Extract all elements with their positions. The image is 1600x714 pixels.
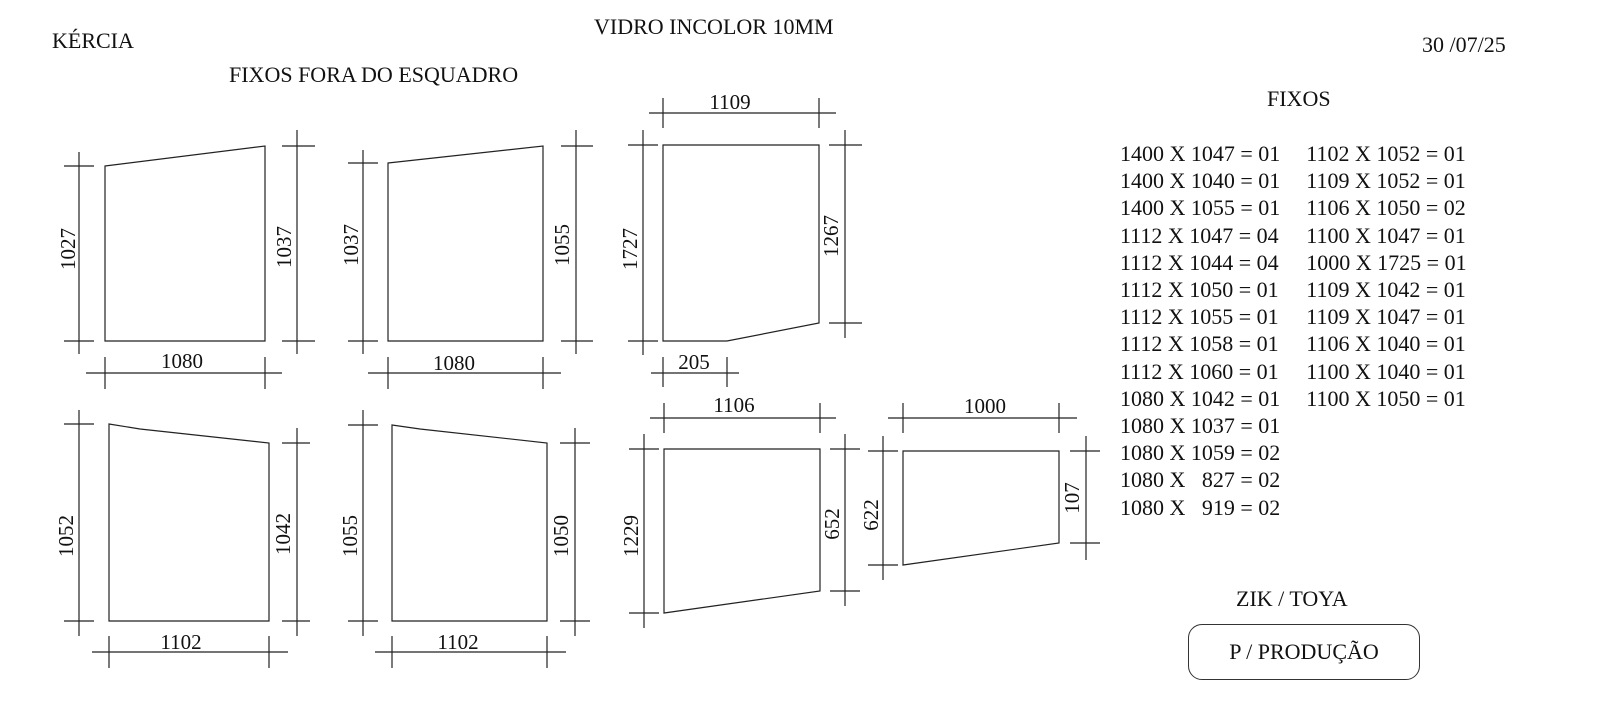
fixos-list-item: 1000 X 1725 = 01 [1306,249,1467,275]
production-stamp-label: P / PRODUÇÃO [1229,639,1379,664]
fixos-list-item: 1112 X 1044 = 04 [1120,249,1279,275]
piece-4-label-left: 1052 [54,515,78,557]
fixos-list-item: 1102 X 1052 = 01 [1306,141,1466,166]
piece-1-label-left: 1027 [56,228,80,270]
piece-1-label-bottom: 1080 [161,349,203,373]
piece-3-label-right: 1267 [819,215,843,257]
piece-6-outline [663,448,821,614]
fixos-list-item: 1112 X 1050 = 01 [1120,277,1279,303]
glass-piece-1: 1027 1037 1080 [56,130,315,389]
piece-5-label-right: 1050 [549,515,573,557]
fixos-list-item: 1100 X 1047 = 01 [1306,222,1466,248]
fixos-list-item: 1109 X 1047 = 01 [1306,304,1466,330]
piece-2-outline [387,145,544,342]
fixos-list-item: 1112 X 1055 = 01 [1120,304,1279,330]
production-stamp: P / PRODUÇÃO [1188,624,1420,680]
glass-piece-4: 1052 1042 1102 [54,410,310,668]
piece-7-label-left: 622 [859,499,883,531]
piece-5-outline [391,424,548,622]
fixos-list-item: 1400 X 1040 = 01 [1120,168,1281,194]
fixos-title: FIXOS [1267,86,1331,111]
piece-4-label-bottom: 1102 [160,630,201,654]
glass-piece-6: 1106 1229 652 [619,393,860,628]
piece-3-label-bottom: 205 [678,350,710,374]
fixos-list-item: 1100 X 1040 = 01 [1306,358,1466,384]
fixos-list-item: 1080 X 827 = 02 [1120,467,1281,493]
fixos-list-item: 1080 X 1059 = 02 [1120,440,1281,466]
piece-7-outline [902,450,1060,566]
piece-4-outline [108,423,270,622]
piece-2-label-bottom: 1080 [433,351,475,375]
glass-piece-2: 1037 1055 1080 [339,130,593,389]
piece-7-label-right: 107 [1060,482,1084,514]
piece-2-label-right: 1055 [550,224,574,266]
fixos-list-item: 1080 X 919 = 02 [1120,494,1281,520]
glass-piece-7: 1000 622 107 [859,394,1100,580]
piece-5-label-left: 1055 [338,515,362,557]
piece-3-outline [662,144,820,342]
piece-7-label-top: 1000 [964,394,1006,418]
fixos-list-item: 1100 X 1050 = 01 [1306,385,1466,411]
glass-piece-3: 1109 1727 1267 205 [618,90,862,387]
supplier-name: ZIK / TOYA [1236,586,1348,611]
fixos-list-item: 1112 X 1047 = 04 [1120,222,1279,248]
piece-6-label-left: 1229 [619,515,643,557]
piece-1-label-right: 1037 [272,226,296,268]
piece-1-outline [104,145,266,342]
fixos-list-item: 1106 X 1050 = 02 [1306,195,1466,221]
drawing-title: FIXOS FORA DO ESQUADRO [229,62,519,87]
fixos-list-item: 1112 X 1058 = 01 [1120,331,1279,357]
piece-5-label-bottom: 1102 [437,630,478,654]
glass-pieces-drawing: 1027 1037 1080 1037 1055 1080 1109 17 [54,90,1100,668]
fixos-list-item: 1112 X 1060 = 01 [1120,358,1279,384]
fixos-list-item: 1080 X 1037 = 01 [1120,413,1281,439]
piece-6-label-top: 1106 [713,393,754,417]
piece-3-label-top: 1109 [709,90,750,114]
fixos-list-item: 1106 X 1040 = 01 [1306,331,1466,357]
glass-type: VIDRO INCOLOR 10MM [594,14,834,39]
fixos-list-item: 1400 X 1047 = 01 [1120,141,1281,166]
piece-6-label-right: 652 [820,508,844,540]
fixos-list-item: 1109 X 1052 = 01 [1306,168,1466,194]
client-name: KÉRCIA [52,28,134,53]
fixos-list-item: 1080 X 1042 = 01 [1120,385,1281,411]
glass-piece-5: 1055 1050 1102 [338,410,590,668]
piece-4-label-right: 1042 [271,513,295,555]
piece-3-label-left: 1727 [618,228,642,270]
fixos-list-item: 1400 X 1055 = 01 [1120,195,1281,221]
piece-2-label-left: 1037 [339,224,363,266]
order-date: 30 /07/25 [1422,32,1506,57]
fixos-list-item: 1109 X 1042 = 01 [1306,277,1466,303]
